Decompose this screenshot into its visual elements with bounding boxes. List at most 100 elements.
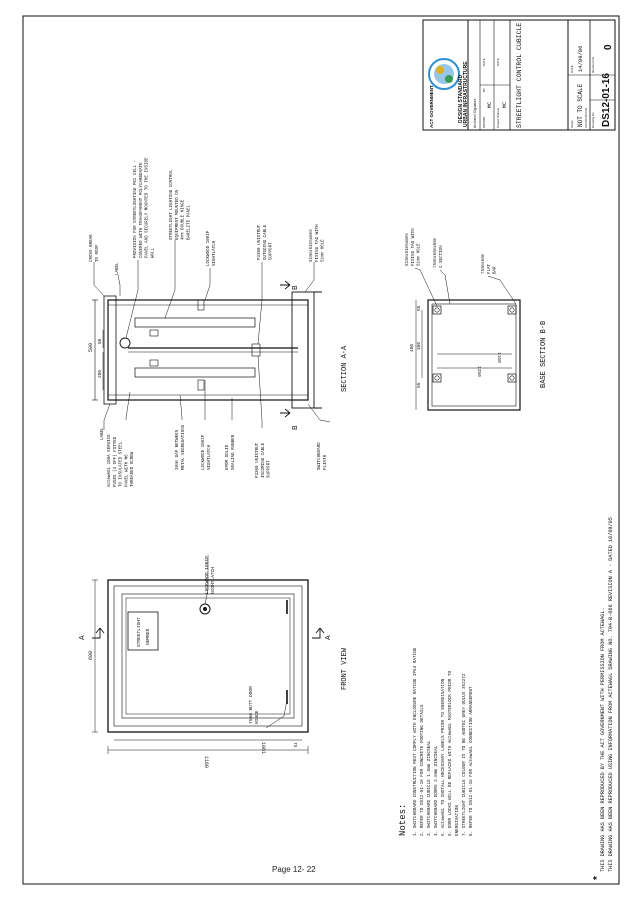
aa-top-callout-3-line: EQUIPMENT MOUNTED ON [176,189,180,240]
aa-top-callout-5-line: P3300 UNISTRUT [258,224,262,260]
dim-200: 200 [97,370,103,378]
reproduction-footer: * THIS DRAWING HAS BEEN REPRODUCED BY TH… [592,517,614,880]
front-callout-lock-1: LOCKWOOD 1001P [204,556,210,594]
streetlight-number-plate [127,611,159,651]
aa-bottom-callout-0-line: LABEL [101,427,105,440]
act-emblem-icon [428,58,460,90]
org-line3: URBAN INFRASTRUCTURE [463,61,469,127]
section-mark-b-bottom: B [292,425,299,430]
aa-top-callout-0-line: CROSS BREAK [90,234,94,262]
revision-number: 0 [603,44,614,50]
front-view: STREETLIGHT NUMBER 600 1160 1061 75 A A … [79,555,349,768]
org-line1: ACT GOVERNMENT [429,85,434,128]
aa-bottom-callout-1-line: FUSES (3 OFF) FITTED [113,436,118,487]
note-6b: ENERGISATION [455,805,460,836]
dim-1061: 1061 [260,742,266,754]
note-2: 2. REFER TO DS12-01-19 FOR CONCRETE FOOT… [420,704,425,836]
dim-80: 80 [97,338,103,344]
footer-line1: THIS DRAWING HAS BEEN REPRODUCED BY THE … [600,607,606,872]
section-mark-a-right: A [325,635,332,640]
note-4: 4. SWITCHBOARD DOORS 2.0mm ZINCSEAL [434,745,439,836]
dim-65-a: 65 [416,305,422,311]
bb-callout-2-line: FLAT [488,263,492,274]
aa-bottom-callout-1-line: ActewAGL 100A SERVICE [108,434,112,487]
aa-bottom-callout-2-line: 20mm GAP BETWEEN [176,429,180,470]
drawn-value: MC [487,102,493,108]
section-aa-label: SECTION A-A [341,345,349,392]
aa-bottom-callout-5-line: SUPPORT [268,460,272,478]
drawn-label: DRAWN [482,117,486,128]
aa-bottom-callout-6-line: SWITCHBOARD [318,442,322,470]
date-label-3: DATE [570,65,574,73]
revision-label: Revision No. [591,56,595,73]
front-callout-lock-2: NIGHTLATCH [210,567,216,594]
aa-top-callout-2: PROVISION FOR STREETLIGHTING PEC CELL -C… [134,157,155,258]
section-bb-label: BASE SECTION B-B [540,321,548,388]
aa-bottom-callout-3-line: LOCKWOOD 1001P [202,434,206,470]
aa-bottom-callout-0: LABEL [101,427,105,440]
aa-top-callout-3-line: BAKELITE PANEL [187,204,191,240]
dim-75: 75 [292,742,298,748]
section-aa: 500 80 200 B B SECTION A-A [88,240,349,430]
aa-top-callout-4-line: NIGHTLATCH [213,240,217,266]
footer-asterisk: * [592,876,603,880]
aa-top-callout-4-line: LOCKWOOD 1001P [207,230,211,266]
aa-top-callout-0-line: TO ROOF [96,244,100,262]
pm-label: Project Planner [496,107,500,128]
title-block: ACT GOVERNMENT DESIGN STANDARD URBAN INF… [422,19,616,131]
notes: Notes: 1. SWITCHBOARD CONSTRUCTION MUST … [398,647,474,836]
bb-callout-0-line: FIXING TAG WITH [412,228,416,266]
aa-bottom-callout-6-line: PLINTH [324,454,328,470]
aa-top-callout-5-line: SUPPORT [270,242,274,260]
front-callout-hinge-1: 75mm BUTT DOOR [248,686,254,724]
aa-bottom-callout-4-line: EPDM SOLID [226,444,230,470]
aa-top-callout-6-line: 51mmx51mmx6mm [310,229,314,262]
drawing-no-label: Drawing No. [591,111,595,128]
dim-65-b: 65 [416,382,422,388]
note-7: 7. STREETLIGHT CUBICLE COLOUR IS TO BE A… [462,673,467,836]
aa-bottom-callout-2-line: METAL SEGREGATIONS [182,424,186,470]
bb-callout-2-line: BAR [494,266,498,274]
aa-top-callout-5-line: OUTGOING CABLE [264,224,268,260]
date-label-2: DATE [496,58,500,66]
dim-360: 360 [416,342,422,350]
note-8: 8. REFER TO DS12-01-15 FOR ActewAGL CONN… [469,686,474,836]
aa-top-callout-3-line: STREETLIGHT LIGHTING CONTROL [170,169,174,240]
aa-top-callout-1-line: LABEL [116,262,120,275]
pec-cell-icon [119,337,131,349]
aa-bottom-callout-1-line: TO INSULATED STEEL [120,441,124,487]
pm-value: MC [502,102,508,108]
dim-1250: 1250 [476,366,482,377]
scale-value: NOT TO SCALE [577,83,584,127]
date-value: 14/09/06 [577,46,584,72]
autocad-label: AUTOCAD File [584,107,588,128]
note-3: 3. SWITCHBOARD CUBICLE 1.6mm ZINCSEAL [427,740,432,836]
by-label: BY [482,88,486,92]
footer-line2: THIS DRAWING HAS BEEN REPRODUCED USING I… [608,517,614,872]
notes-heading: Notes: [398,804,408,836]
aa-top-callout-6-line: 51mm HOLE [322,239,326,262]
bb-callout-1-line: C SECTION [440,245,444,268]
dim-1160: 1160 [203,756,209,768]
section-mark-a-left: A [79,635,86,640]
aa-bottom-callout-4-line: SEALING RUBBER [232,434,236,470]
aa-top-callout-2-line: PROVISION FOR STREETLIGHTING PEC CELL - [134,160,138,258]
bb-callout-1-line: 75mmx6mmx6mm [434,237,438,268]
org-line2: DESIGN STANDARD [458,74,464,123]
section-mark-b-top: B [292,285,299,290]
aa-bottom-callout-5-line: P3300 UNISTRUT [256,442,260,478]
